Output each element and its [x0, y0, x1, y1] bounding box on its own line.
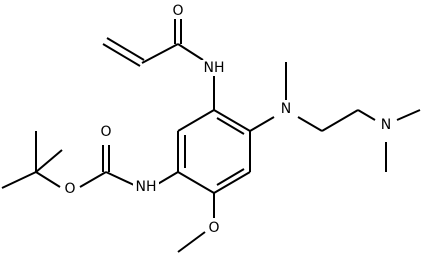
atom-o-boc-carbonyl: O	[100, 124, 111, 140]
bond-ch2-ch2	[321, 109, 359, 132]
ring-inner-bond-b	[216, 168, 245, 186]
bond-carbonyl-to-nh	[177, 43, 204, 61]
bond-boc-carbonyl-to-o	[79, 171, 107, 188]
bond-vinyl-double-b	[106, 37, 145, 61]
ring-inner-bond-a	[216, 117, 245, 135]
bond-o-to-tbutyl	[35, 171, 61, 188]
bond-nh-to-boc-carbonyl	[105, 171, 135, 186]
atom-nh-carbamate: NH	[136, 179, 157, 195]
atom-o-ester: O	[64, 181, 75, 197]
atom-o-acryl-carbonyl: O	[172, 3, 183, 19]
ring-bond-6	[177, 109, 215, 132]
atom-n-methyl-amine: N	[281, 101, 291, 117]
ring-bond-4	[177, 171, 215, 194]
bond-vinyl-double-a	[102, 43, 141, 67]
bond-vinyl-to-carbonyl	[141, 43, 179, 64]
bond-tbutyl-methyl-2	[1, 171, 37, 189]
bond-ndimethyl-methyl-b	[396, 109, 421, 121]
ring-bond-1	[213, 109, 251, 132]
atom-n-dimethyl-amine: N	[381, 117, 391, 133]
bond-methoxy-methyl	[177, 231, 206, 253]
ring-bond-3	[213, 171, 251, 194]
bond-nmethyl-ch2	[297, 116, 323, 132]
bond-ring-to-carbamate-nh	[155, 171, 179, 186]
bond-ch2-ndimethyl	[357, 109, 376, 121]
bond-ring-to-nmethyl	[249, 116, 275, 132]
bond-tbutyl-methyl-3	[35, 149, 63, 173]
atom-o-methoxy: O	[208, 220, 219, 236]
atom-nh-amide: NH	[204, 60, 225, 76]
